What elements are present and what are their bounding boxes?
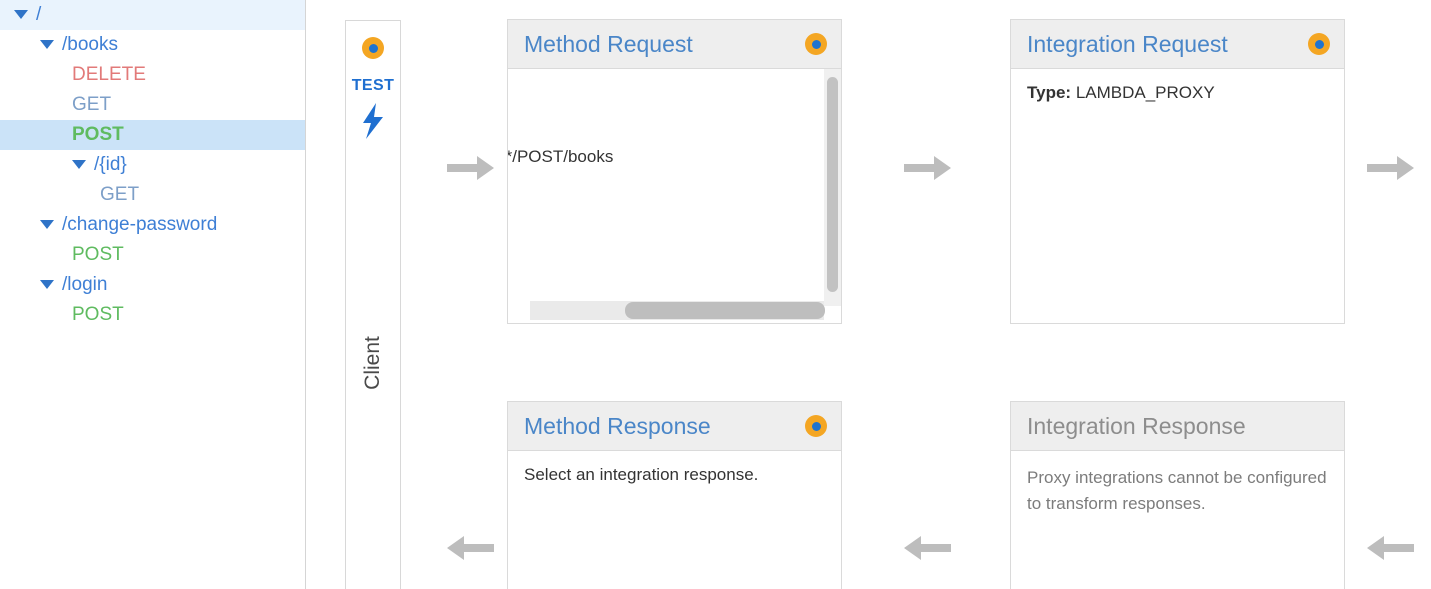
method-request-line: tent-Type,: [508, 187, 841, 205]
integration-type-row: Type: LAMBDA_PROXY: [1027, 83, 1328, 103]
method-request-content: :execute-api:us- 84:n835d25mn3/*/POST/bo…: [508, 69, 841, 226]
method-response-header[interactable]: Method Response: [508, 402, 841, 451]
method-request-status-dot-icon[interactable]: [805, 33, 827, 55]
integration-type-value: LAMBDA_PROXY: [1075, 83, 1215, 102]
stage-integration-response[interactable]: Integration Response Proxy integrations …: [1010, 401, 1345, 589]
method-request-line: :execute-api:us-: [508, 109, 841, 127]
tree-item-change-password[interactable]: /change-password: [0, 210, 305, 240]
client-status-dot-icon[interactable]: [362, 37, 384, 59]
tree-item-post[interactable]: POST: [0, 120, 305, 150]
caret-down-icon[interactable]: [40, 39, 54, 49]
tree-item-label: /login: [62, 274, 108, 295]
arrow-integration-response-to-method-response: [904, 533, 952, 563]
tree-item-label: /{id}: [94, 154, 127, 175]
caret-down-icon[interactable]: [40, 219, 54, 229]
caret-down-icon[interactable]: [72, 159, 86, 169]
method-execution-diagram: TEST Client Method Request :execute-api: [307, 0, 1431, 589]
stage-integration-request[interactable]: Integration Request Type: LAMBDA_PROXY: [1010, 19, 1345, 324]
integration-response-header: Integration Response: [1011, 402, 1344, 451]
tree-item-delete[interactable]: DELETE: [0, 60, 305, 90]
method-response-status-dot-icon[interactable]: [805, 415, 827, 437]
integration-request-header[interactable]: Integration Request: [1011, 20, 1344, 69]
method-response-title: Method Response: [524, 412, 711, 439]
arrow-method-response-to-client: [447, 533, 495, 563]
integration-request-status-dot-icon[interactable]: [1308, 33, 1330, 55]
caret-down-icon[interactable]: [40, 279, 54, 289]
tree-item-label: /change-password: [62, 214, 218, 235]
client-panel: TEST Client: [345, 20, 401, 589]
method-request-title: Method Request: [524, 30, 693, 57]
tree-item-label: POST: [72, 244, 124, 265]
integration-type-key: Type:: [1027, 83, 1072, 102]
method-response-body: Select an integration response.: [524, 465, 759, 484]
arrow-client-to-method-request: [447, 153, 495, 183]
arrow-integration-request-to-backend: [1367, 153, 1415, 183]
tree-item-books[interactable]: /books: [0, 30, 305, 60]
integration-request-body: Type: LAMBDA_PROXY: [1011, 69, 1344, 117]
stage-method-response[interactable]: Method Response Select an integration re…: [507, 401, 842, 589]
tree-item-label: POST: [72, 304, 124, 325]
caret-down-icon[interactable]: [14, 9, 28, 19]
arrow-backend-to-integration-response: [1367, 533, 1415, 563]
method-request-body: :execute-api:us- 84:n835d25mn3/*/POST/bo…: [508, 69, 841, 323]
method-request-line: 84:n835d25mn3/*/POST/books: [508, 146, 614, 166]
tree-item-post[interactable]: POST: [0, 300, 305, 330]
tree-item-label: POST: [72, 124, 124, 145]
test-button-label[interactable]: TEST: [351, 77, 395, 94]
tree-item-label: GET: [72, 94, 112, 115]
method-request-vertical-scrollbar[interactable]: [824, 69, 841, 306]
method-request-header[interactable]: Method Request: [508, 20, 841, 69]
vertical-scrollbar-thumb[interactable]: [827, 77, 838, 292]
tree-item-label: /: [36, 4, 42, 25]
integration-response-title: Integration Response: [1027, 412, 1246, 439]
tree-item-label: DELETE: [72, 64, 146, 85]
horizontal-scrollbar-thumb[interactable]: [625, 302, 825, 319]
tree-item-get[interactable]: GET: [0, 180, 305, 210]
client-label: Client: [361, 336, 384, 390]
method-request-horizontal-scrollbar[interactable]: [530, 301, 825, 320]
tree-item-label: /books: [62, 34, 118, 55]
tree-item-get[interactable]: GET: [0, 90, 305, 120]
integration-response-body: Proxy integrations cannot be configured …: [1027, 468, 1327, 513]
lightning-bolt-icon[interactable]: [360, 103, 386, 144]
tree-item-[interactable]: /: [0, 0, 305, 30]
arrow-method-request-to-integration-request: [904, 153, 952, 183]
tree-item-login[interactable]: /login: [0, 270, 305, 300]
integration-request-title: Integration Request: [1027, 30, 1228, 57]
tree-item-id[interactable]: /{id}: [0, 150, 305, 180]
tree-item-label: GET: [100, 184, 140, 205]
stage-method-request[interactable]: Method Request :execute-api:us- 84:n835d…: [507, 19, 842, 324]
tree-item-post[interactable]: POST: [0, 240, 305, 270]
